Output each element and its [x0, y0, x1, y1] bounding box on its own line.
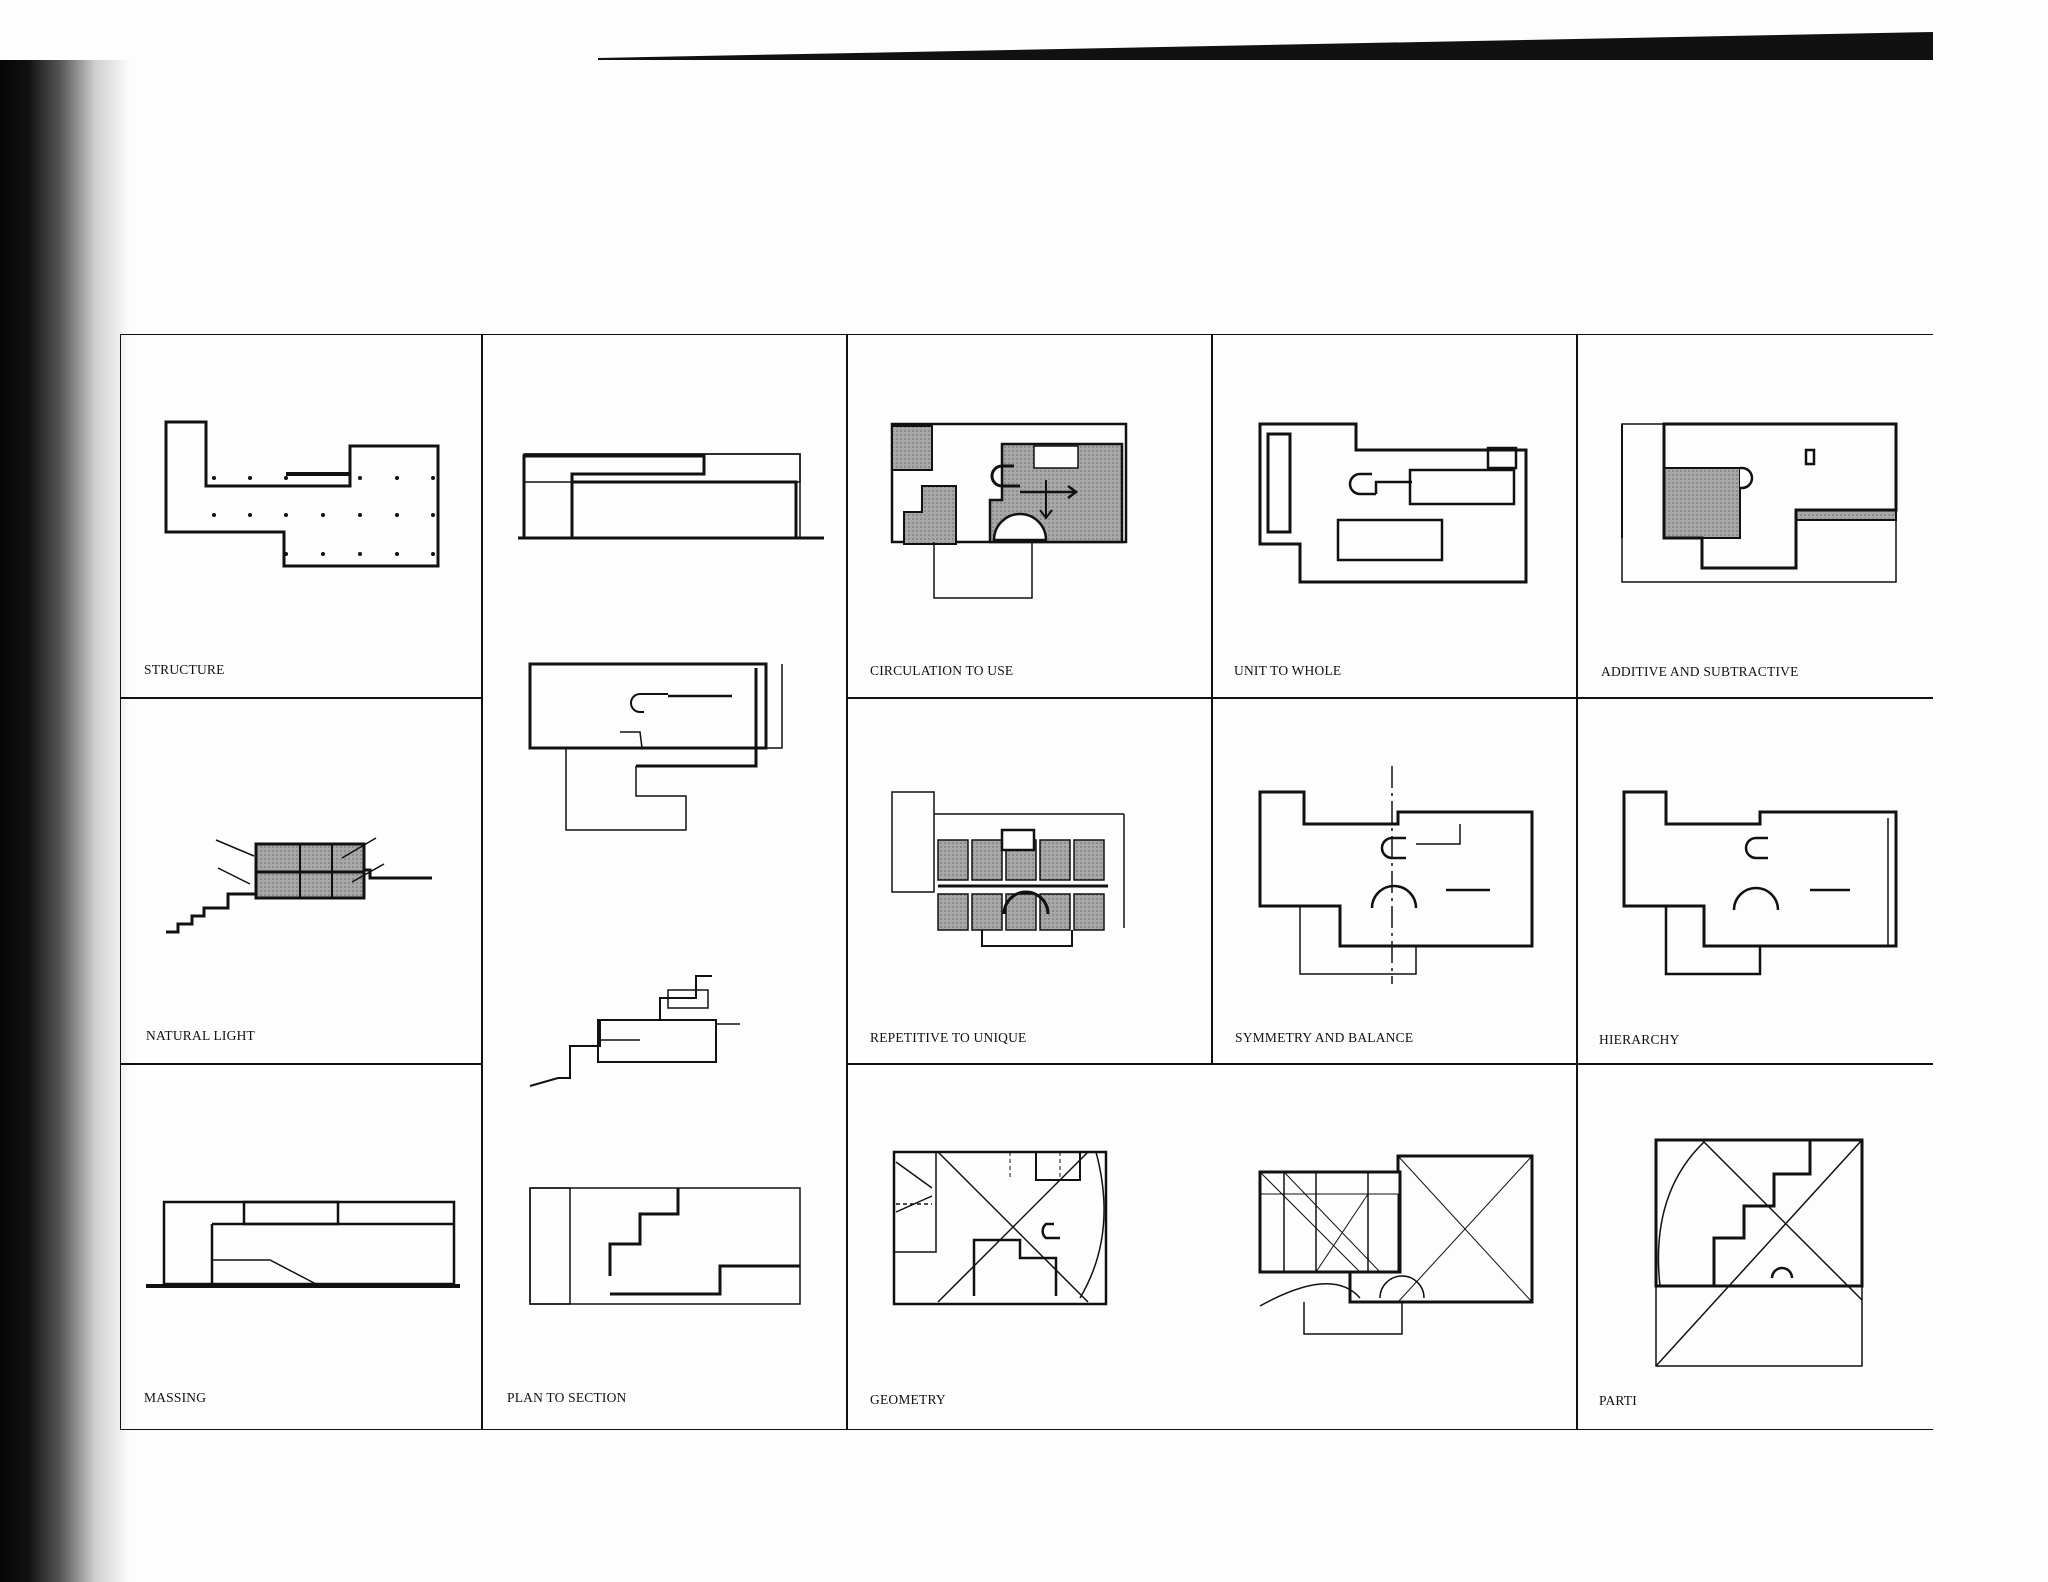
repetitive-to-unique-diagram — [891, 791, 1125, 947]
label-massing: MASSING — [144, 1390, 207, 1405]
label-repetitive-to-unique: REPETITIVE TO UNIQUE — [870, 1030, 1027, 1045]
top-rule — [598, 32, 1933, 60]
analysis-grid — [120, 334, 1933, 1430]
parti-diagram — [1654, 1138, 1864, 1367]
structure-diagram — [164, 420, 440, 568]
massing-diagram — [146, 1200, 460, 1288]
label-hierarchy: HIERARCHY — [1599, 1032, 1680, 1047]
label-geometry: GEOMETRY — [870, 1392, 946, 1407]
label-parti: PARTI — [1599, 1393, 1637, 1408]
label-plan-to-section: PLAN TO SECTION — [507, 1390, 627, 1405]
circulation-to-use-diagram — [890, 422, 1128, 599]
scan-shadow-edge — [0, 60, 130, 1582]
label-natural-light: NATURAL LIGHT — [146, 1028, 255, 1043]
label-circulation-to-use: CIRCULATION TO USE — [870, 663, 1014, 678]
label-additive-and-subtractive: ADDITIVE AND SUBTRACTIVE — [1601, 664, 1799, 679]
geometry-balance-diagram — [1258, 1154, 1534, 1335]
geometry-diagram — [892, 1150, 1108, 1306]
additive-and-subtractive-diagram — [1621, 422, 1898, 583]
label-symmetry-and-balance: SYMMETRY AND BALANCE — [1235, 1030, 1414, 1045]
symmetry-and-balance-diagram — [1258, 766, 1534, 984]
unit-to-whole-diagram — [1258, 422, 1528, 584]
label-structure: STRUCTURE — [144, 662, 225, 677]
plan-to-section-diagrams — [518, 453, 824, 1305]
hierarchy-diagram — [1622, 790, 1898, 976]
natural-light-diagram — [166, 837, 432, 934]
label-unit-to-whole: UNIT TO WHOLE — [1234, 663, 1342, 678]
